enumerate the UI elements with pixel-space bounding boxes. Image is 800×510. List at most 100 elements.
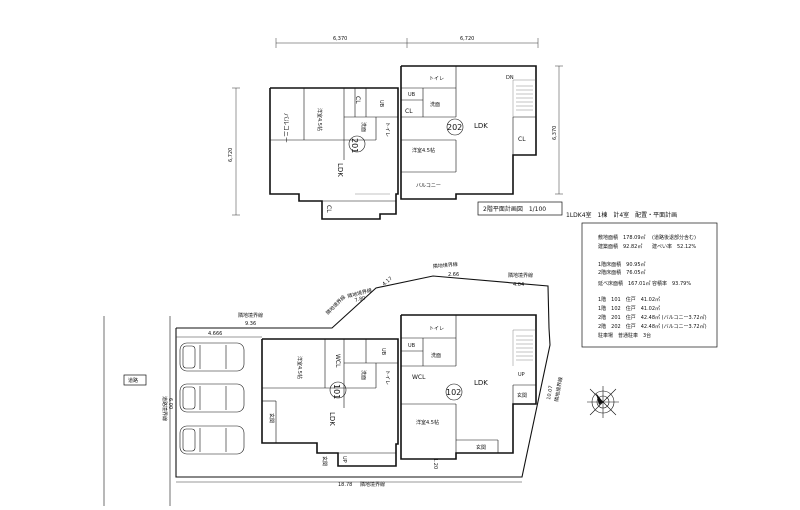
u101-number-circle	[329, 381, 347, 399]
upper-dimension-left: 6,720	[228, 87, 240, 216]
u202-cl2: CL	[518, 136, 526, 143]
u201-cl1: CL	[354, 96, 361, 104]
dim-top-left: 6,370	[333, 36, 347, 42]
summary-total-floor: 延べ床面積 167.01㎡	[598, 280, 651, 287]
u102-entry: 玄関	[476, 444, 486, 451]
summary-box	[581, 222, 718, 348]
parking-car-2	[179, 383, 245, 413]
boundary-label-4: 隣地境界線	[433, 261, 459, 270]
u102-stairs	[516, 335, 533, 361]
u101-toilet: トイレ	[384, 370, 390, 385]
summary-building-area: 建築面積 92.82㎡	[598, 243, 642, 250]
summary-unit-201: 2階 201 住戸 42.48㎡ (バルコニー3.72㎡)	[598, 314, 707, 321]
u101-wash: 洗面	[360, 370, 367, 380]
u201-balcony: バルコニー	[282, 113, 289, 143]
len-top-1: 9.36	[245, 321, 256, 327]
u202-wash: 洗面	[430, 101, 440, 108]
u201-number-circle	[348, 135, 366, 153]
u101-ub: UB	[380, 348, 386, 356]
u202-number: 202	[447, 123, 462, 132]
u101-wcl: WCL	[334, 354, 341, 368]
summary-title: 1LDK4室 1棟 計4室 配置・平面計画	[566, 211, 677, 219]
u102-ub: UB	[408, 343, 416, 349]
north-arrow-icon	[587, 386, 619, 418]
u202-stairs	[516, 85, 533, 111]
summary-coverage: 建ぺい率 52.12%	[652, 243, 696, 250]
u201-number: 201	[350, 138, 359, 153]
summary-unit-102: 1階 102 住戸 41.02㎡	[598, 305, 660, 312]
summary-floor1: 1階床面積 90.95㎡	[598, 261, 646, 268]
parking-car-3	[179, 425, 245, 455]
len-left-short: 4.17	[381, 276, 393, 288]
boundary-label-2: 隣地境界線	[324, 294, 347, 317]
u101-entry2: 玄関	[321, 456, 328, 466]
len-top-3: 2.66	[448, 272, 459, 278]
unit-201: バルコニー 洋室4.5帖 CL UB 洗面 トイレ LDK CL 201	[269, 87, 399, 220]
u202-number-circle	[446, 118, 464, 136]
boundary-label-7: 隣地境界線	[360, 481, 385, 488]
u102-wcl: WCL	[412, 374, 426, 381]
u102-number: 102	[446, 388, 461, 397]
boundary-label-5: 隣地境界線	[508, 272, 533, 279]
u201-wash: 洗面	[360, 122, 367, 132]
road-label-box	[123, 374, 147, 386]
u202-bedroom: 洋室4.5帖	[412, 147, 435, 154]
site-boundary	[175, 275, 551, 478]
len-top-2: 7.80	[354, 295, 366, 304]
len-top-4: 4.04	[513, 282, 524, 288]
summary-site-note: (道路後退部分含む)	[652, 234, 696, 241]
summary-unit-101: 1階 101 住戸 41.02㎡	[598, 296, 660, 303]
summary-site-area: 敷地面積 178.09㎡	[598, 234, 646, 241]
boundary-label-1: 隣地境界線	[238, 312, 263, 319]
u101-entry: 玄関	[268, 413, 275, 423]
u201-ub: UB	[378, 100, 384, 108]
road-boundary-label: 道路境界線	[161, 396, 168, 421]
summary-unit-202: 2階 202 住戸 42.48㎡ (バルコニー3.72㎡)	[598, 323, 707, 330]
u102-entry-small: 玄関	[517, 392, 527, 399]
summary-floor2: 2階床面積 76.05㎡	[598, 269, 646, 276]
len-right: 10.07	[546, 385, 554, 400]
u101-bedroom: 洋室4.5帖	[296, 356, 303, 379]
unit-202: トイレ UB CL 洗面 LDK 洋室4.5帖 CL バルコニー DN 202	[400, 65, 537, 200]
road-label: 道路	[128, 377, 138, 384]
upper-floor-plan: 6,370 6,720 6,720 6,370	[228, 36, 563, 220]
u202-ldk: LDK	[474, 122, 488, 130]
dim-left: 6,720	[228, 148, 234, 162]
u202-cl1: CL	[405, 108, 413, 115]
u202-toilet: トイレ	[429, 76, 444, 82]
u102-number-circle	[445, 383, 463, 401]
u102-up: UP	[518, 372, 525, 378]
dim-right: 6,370	[552, 126, 558, 140]
boundary-label-6: 隣地境界線	[553, 376, 564, 402]
upper-dimension-top: 6,370 6,720	[275, 36, 539, 48]
u202-balcony: バルコニー	[416, 183, 441, 189]
len-bottom: 18.78	[338, 482, 352, 488]
u201-toilet: トイレ	[384, 122, 390, 137]
u201-cl2: CL	[325, 205, 332, 213]
u101-ldk: LDK	[328, 412, 336, 426]
u101-up: UP	[341, 456, 347, 463]
offset-bottom: 1.20	[432, 458, 438, 469]
summary-parking: 駐車場 普通駐車 3台	[598, 332, 651, 339]
u202-dn: DN	[506, 75, 514, 81]
unit-102: トイレ UB 洗面 WCL LDK 洋室4.5帖 玄関 玄関 UP 102	[400, 314, 537, 460]
parking-car-1	[179, 342, 245, 372]
unit-101: 洋室4.5帖 WCL UB 洗面 トイレ LDK 玄関 玄関 UP 101	[261, 338, 399, 467]
upper-plan-caption-box	[477, 201, 563, 216]
u102-wash: 洗面	[431, 352, 441, 359]
road-width: 6.00	[167, 398, 173, 409]
upper-plan-caption: 2階平面計画図 1/100	[483, 205, 546, 213]
summary-far: 容積率 93.79%	[652, 280, 691, 287]
u102-ldk: LDK	[474, 379, 488, 387]
u202-ub: UB	[408, 92, 416, 98]
u201-ldk: LDK	[336, 163, 344, 177]
u102-bedroom: 洋室4.5帖	[416, 419, 439, 426]
offset-left: 4.666	[208, 331, 222, 337]
u201-bedroom: 洋室4.5帖	[316, 108, 323, 131]
summary-panel: 1LDK4室 1棟 計4室 配置・平面計画 敷地面積 178.09㎡ (道路後退…	[566, 211, 718, 348]
u102-toilet: トイレ	[429, 326, 444, 332]
dim-top-right: 6,720	[460, 36, 474, 42]
upper-dimension-right: 6,370	[552, 65, 563, 195]
